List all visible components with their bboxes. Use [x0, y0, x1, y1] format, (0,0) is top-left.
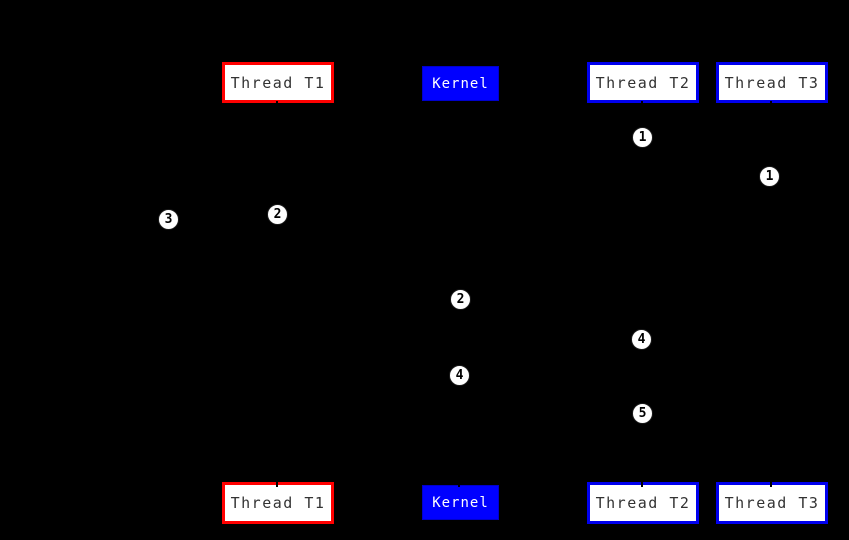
step-marker: 4: [631, 329, 652, 350]
step-marker: 3: [158, 209, 179, 230]
lifeline-thread-t1: [276, 101, 278, 487]
participant-thread-t3-top: Thread T3: [716, 62, 828, 103]
participant-thread-t2-top: Thread T2: [587, 62, 699, 103]
participant-thread-t3-bottom: Thread T3: [716, 482, 828, 524]
step-marker: 2: [450, 289, 471, 310]
step-marker: 1: [632, 127, 653, 148]
lifeline-thread-t3: [770, 101, 772, 487]
participant-label: Thread T3: [724, 494, 820, 512]
participant-thread-t1-top: Thread T1: [222, 62, 334, 103]
step-marker: 2: [267, 204, 288, 225]
participant-thread-t2-bottom: Thread T2: [587, 482, 699, 524]
participant-label: Kernel: [432, 494, 489, 511]
participant-label: Thread T1: [230, 73, 326, 92]
participant-kernel-bottom: Kernel: [422, 485, 499, 520]
participant-label: Kernel: [432, 75, 489, 92]
step-marker: 5: [632, 403, 653, 424]
lifeline-thread-t2: [641, 101, 643, 487]
participant-label: Thread T2: [595, 494, 691, 512]
participant-label: Thread T1: [230, 494, 326, 512]
participant-label: Thread T2: [595, 73, 691, 92]
participant-label: Thread T3: [724, 73, 820, 92]
step-marker: 4: [449, 365, 470, 386]
participant-thread-t1-bottom: Thread T1: [222, 482, 334, 524]
step-marker: 1: [759, 166, 780, 187]
participant-kernel-top: Kernel: [422, 66, 499, 101]
